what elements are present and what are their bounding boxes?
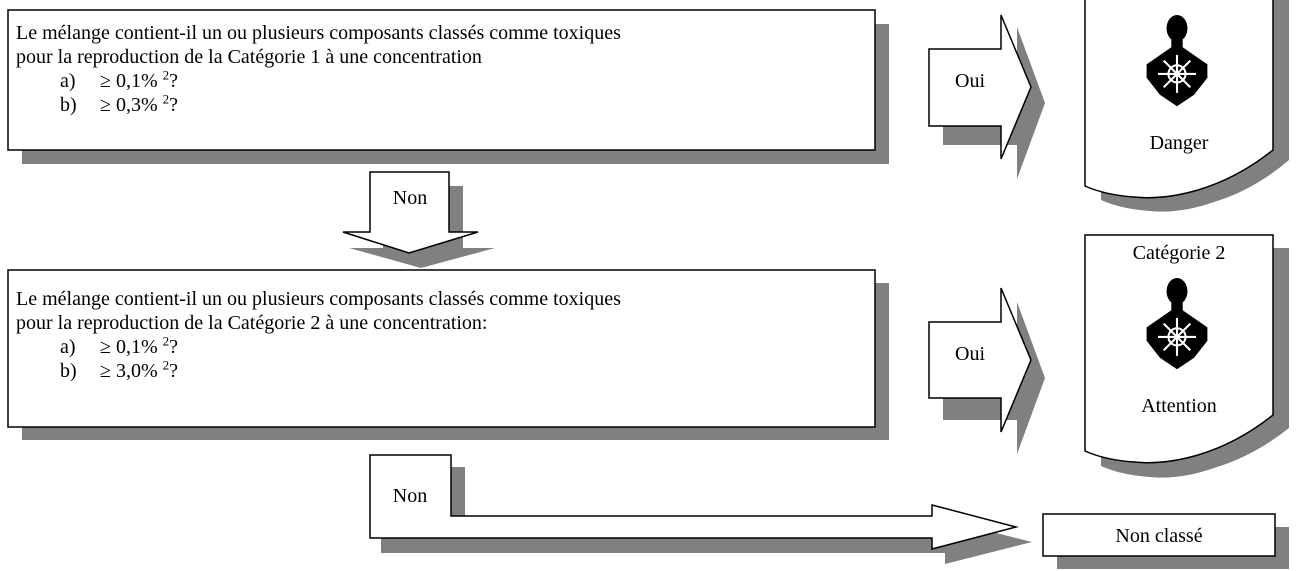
question-box-2: [7, 269, 889, 440]
option-a: a)≥ 0,1% 2?: [60, 67, 179, 92]
no-arrow-1: [342, 171, 495, 268]
question-2-options: a)≥ 0,1% 2? b)≥ 3,0% 2?: [60, 333, 179, 383]
question-1-line-1: Le mélange contient-il un ou plusieurs c…: [16, 22, 621, 44]
question-2-text: Le mélange contient-il un ou plusieurs c…: [16, 287, 621, 335]
question-1-options: a)≥ 0,1% 2? b)≥ 0,3% 2?: [60, 67, 179, 117]
question-2-line-2: pour la reproduction de la Catégorie 2 à…: [16, 312, 488, 334]
option-b: b)≥ 0,3% 2?: [60, 91, 179, 116]
yes-label-1: Oui: [955, 70, 985, 92]
yes-label-2: Oui: [955, 343, 985, 365]
question-2-line-1: Le mélange contient-il un ou plusieurs c…: [16, 288, 621, 310]
yes-arrow-2: [928, 287, 1045, 454]
signal-word-danger: Danger: [1149, 132, 1209, 154]
question-box-1: [7, 9, 889, 164]
no-label-1: Non: [392, 187, 428, 209]
no-label-2: Non: [392, 485, 428, 507]
signal-word-attention: Attention: [1141, 395, 1217, 417]
no-arrow-2: [369, 454, 1032, 564]
category-2-label: Catégorie 2: [1132, 242, 1226, 264]
not-classified-label: Non classé: [1115, 525, 1203, 547]
option-a: a)≥ 0,1% 2?: [60, 333, 179, 358]
option-b: b)≥ 3,0% 2?: [60, 357, 179, 382]
question-1-text: Le mélange contient-il un ou plusieurs c…: [16, 21, 621, 69]
yes-arrow-1: [928, 14, 1045, 179]
outcome-box-not-classified: [1042, 513, 1289, 569]
question-1-line-2: pour la reproduction de la Catégorie 1 à…: [16, 46, 482, 68]
